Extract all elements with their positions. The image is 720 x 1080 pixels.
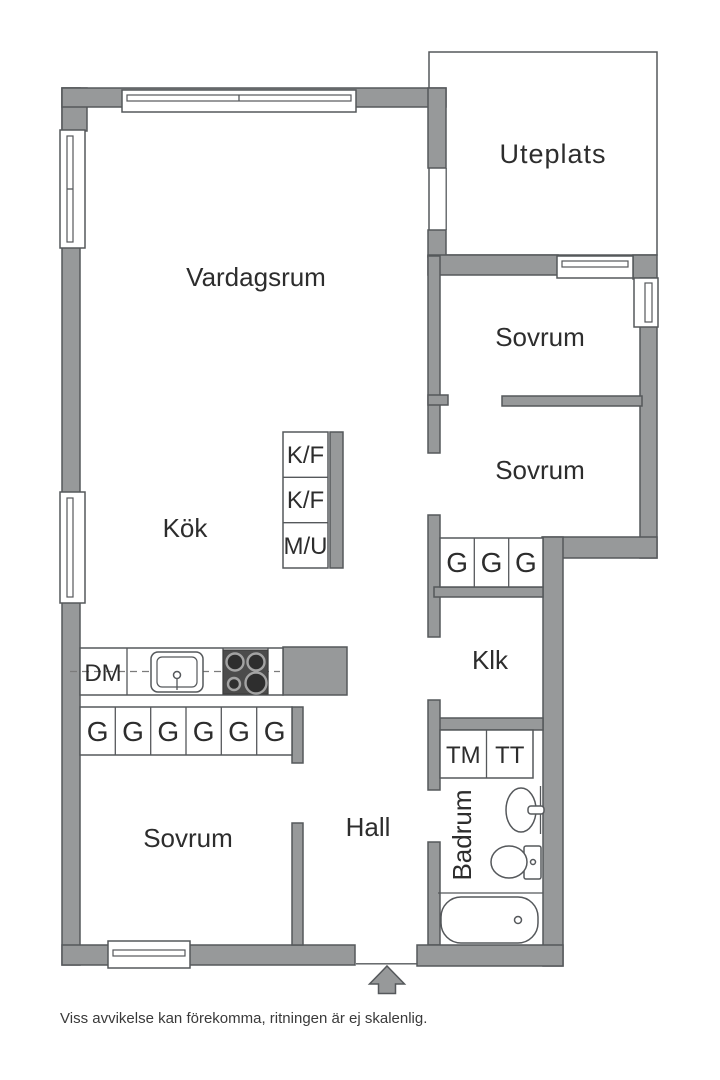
wall bbox=[427, 699, 441, 791]
room-label-bedroom-right-top: Sovrum bbox=[495, 322, 585, 352]
wall bbox=[433, 586, 544, 598]
wall bbox=[291, 706, 304, 764]
wardrobe-label: G bbox=[515, 547, 537, 578]
laundry-boxes: TM TT bbox=[439, 729, 534, 779]
wall bbox=[427, 254, 559, 276]
room-labels: Vardagsrum Uteplats Sovrum Sovrum Kök Kl… bbox=[143, 139, 606, 881]
wardrobe-label: G bbox=[193, 716, 215, 747]
bathtub-icon bbox=[438, 892, 543, 944]
wardrobe-label: G bbox=[264, 716, 286, 747]
room-label-patio: Uteplats bbox=[499, 139, 606, 169]
dishwasher-label: DM bbox=[84, 660, 121, 687]
dryer-label: TT bbox=[495, 742, 525, 769]
bathtub-drain bbox=[513, 915, 523, 925]
stove-burner bbox=[244, 671, 268, 695]
window-pane bbox=[112, 949, 186, 957]
wall bbox=[427, 87, 447, 169]
wall bbox=[501, 395, 643, 407]
bathtub-outline bbox=[440, 896, 539, 944]
wardrobe-label: G bbox=[87, 716, 109, 747]
wall bbox=[632, 254, 658, 280]
room-label-bathroom: Badrum bbox=[447, 789, 477, 880]
wall bbox=[427, 255, 441, 454]
wall bbox=[291, 822, 304, 946]
toilet-button bbox=[529, 858, 537, 866]
stove-icon bbox=[222, 649, 269, 695]
window-pane bbox=[644, 282, 653, 323]
wardrobe-label: G bbox=[122, 716, 144, 747]
wall bbox=[427, 394, 449, 406]
window-pane bbox=[66, 497, 74, 598]
entrance-arrow-icon bbox=[367, 964, 407, 995]
patio-outline bbox=[428, 51, 658, 256]
washbasin-icon bbox=[505, 786, 545, 834]
toilet-bowl bbox=[490, 845, 528, 879]
toilet-icon bbox=[490, 845, 542, 880]
appliance-column: K/F K/F M/U bbox=[282, 431, 329, 569]
wall bbox=[282, 646, 348, 696]
appliance-box bbox=[282, 431, 329, 569]
wardrobe-outline bbox=[439, 537, 544, 588]
micro-label: M/U bbox=[284, 533, 328, 560]
sink-icon bbox=[150, 651, 204, 693]
window bbox=[107, 940, 191, 969]
window bbox=[633, 277, 659, 328]
wall bbox=[416, 944, 564, 967]
wardrobe-row-kitchen: G G G G G G bbox=[79, 706, 293, 756]
room-label-bedroom-right-mid: Sovrum bbox=[495, 455, 585, 485]
kitchen-counter: DM bbox=[70, 647, 284, 696]
disclaimer-text: Viss avvikelse kan förekomma, ritningen … bbox=[60, 1010, 427, 1027]
washing-machine-label: TM bbox=[446, 742, 481, 769]
wall bbox=[61, 944, 356, 966]
stove-burner bbox=[225, 652, 245, 672]
room-label-kitchen: Kök bbox=[163, 513, 209, 543]
room-label-bedroom-bottom: Sovrum bbox=[143, 823, 233, 853]
wardrobe-label: G bbox=[157, 716, 179, 747]
wardrobe-label: G bbox=[446, 547, 468, 578]
wall bbox=[329, 431, 344, 569]
wall bbox=[427, 514, 441, 638]
wall bbox=[427, 229, 447, 258]
sink-faucet bbox=[172, 670, 182, 680]
bathroom-fixtures bbox=[438, 786, 545, 944]
room-label-closet: Klk bbox=[472, 645, 509, 675]
room-label-hall: Hall bbox=[346, 812, 391, 842]
room-label-living: Vardagsrum bbox=[186, 262, 326, 292]
fridge-label: K/F bbox=[287, 442, 324, 469]
wardrobe-label: G bbox=[228, 716, 250, 747]
fridge-label: K/F bbox=[287, 487, 324, 514]
windows bbox=[59, 89, 659, 969]
wardrobe-label: G bbox=[481, 547, 503, 578]
wall bbox=[433, 717, 544, 731]
wardrobe-row-bedroom: G G G bbox=[439, 537, 544, 588]
window-pane bbox=[561, 260, 629, 268]
stove-burner bbox=[246, 652, 266, 672]
stove-burner bbox=[226, 676, 242, 692]
washbasin-tap bbox=[527, 805, 545, 815]
wall bbox=[542, 536, 564, 967]
